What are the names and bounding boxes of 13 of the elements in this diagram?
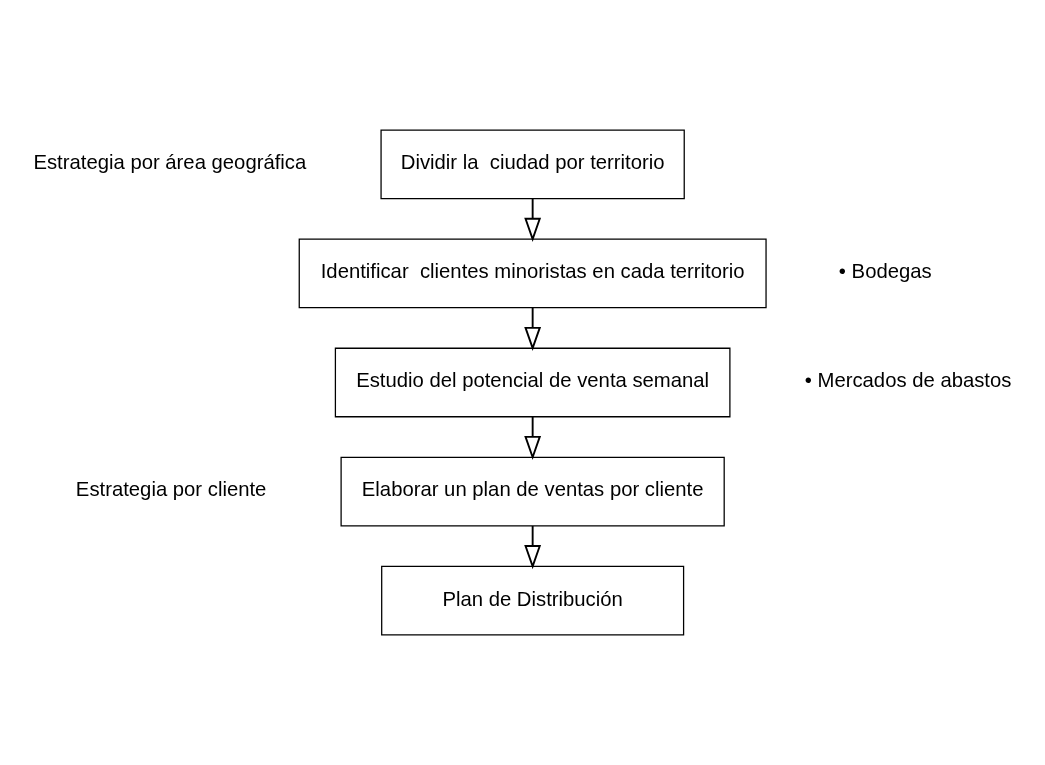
node-box: Elaborar un plan de ventas por cliente	[340, 456, 725, 527]
label: • Bodegas	[838, 260, 932, 283]
node-box: Identificar clientes minoristas en cada territorio	[298, 238, 767, 309]
node-box: Plan de Distribución	[381, 565, 685, 636]
label: Estrategia por cliente	[75, 478, 267, 501]
arrow	[524, 525, 542, 570]
label: Estrategia por área geográfica	[33, 151, 307, 174]
node-box: Dividir la ciudad por territorio	[380, 129, 685, 200]
label: • Mercados de abastos	[804, 369, 1012, 392]
arrow	[524, 306, 542, 351]
arrow	[524, 197, 542, 242]
node-box: Estudio del potencial de venta semanal	[334, 347, 731, 418]
arrow	[524, 415, 542, 461]
